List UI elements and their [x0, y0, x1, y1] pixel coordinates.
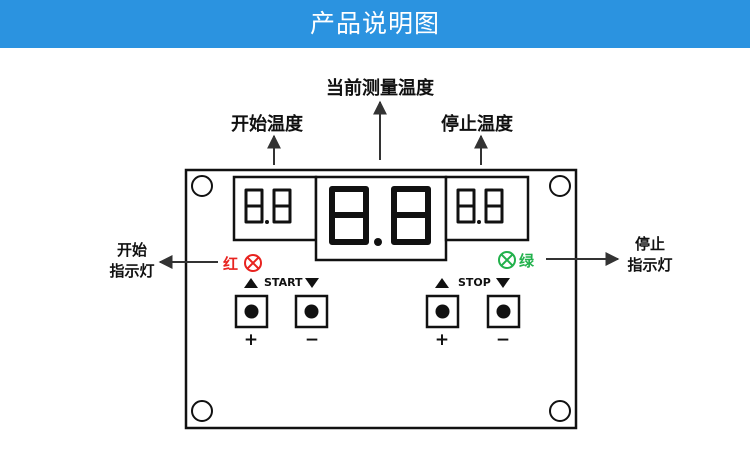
start-light-label-line1: 开始: [116, 241, 147, 259]
title-banner: [0, 0, 750, 48]
mounting-hole-top-left: [191, 175, 213, 197]
mounting-hole-bottom-left: [191, 400, 213, 422]
start-plus-sign: +: [243, 330, 259, 350]
stop-up-triangle-icon: [435, 278, 449, 288]
start-plus-button[interactable]: [234, 294, 269, 329]
stop-light-label-line1: 停止: [634, 235, 665, 253]
stop-temp-digits: [456, 188, 504, 224]
banner-title: 产品说明图: [309, 9, 440, 38]
stop-light-label-line2: 指示灯: [627, 256, 673, 274]
start-light-label: 开始 指示灯: [102, 240, 162, 282]
start-minus-button[interactable]: [294, 294, 329, 329]
start-down-triangle-icon: [305, 278, 319, 288]
stop-down-triangle-icon: [496, 278, 510, 288]
current-temp-label: 当前测量温度: [326, 78, 434, 99]
stop-plus-button[interactable]: [425, 294, 460, 329]
stop-label: STOP: [458, 276, 491, 289]
mounting-hole-top-right: [549, 175, 571, 197]
green-indicator-icon: [498, 251, 516, 269]
start-temp-digits: [244, 188, 292, 224]
current-temp-digits: [329, 186, 431, 246]
stop-temp-label: 停止温度: [441, 114, 513, 135]
start-minus-sign: −: [304, 330, 320, 350]
start-light-label-line2: 指示灯: [109, 262, 155, 280]
stop-plus-sign: +: [434, 330, 450, 350]
stop-minus-button[interactable]: [486, 294, 521, 329]
stop-minus-sign: −: [495, 330, 511, 350]
stop-light-label: 停止 指示灯: [620, 234, 680, 276]
start-temp-label: 开始温度: [231, 114, 303, 135]
mounting-hole-bottom-right: [549, 400, 571, 422]
red-indicator-icon: [244, 254, 262, 272]
start-up-triangle-icon: [244, 278, 258, 288]
green-led-label: 绿: [519, 252, 535, 270]
start-label: START: [264, 276, 303, 289]
red-led-label: 红: [223, 255, 239, 273]
